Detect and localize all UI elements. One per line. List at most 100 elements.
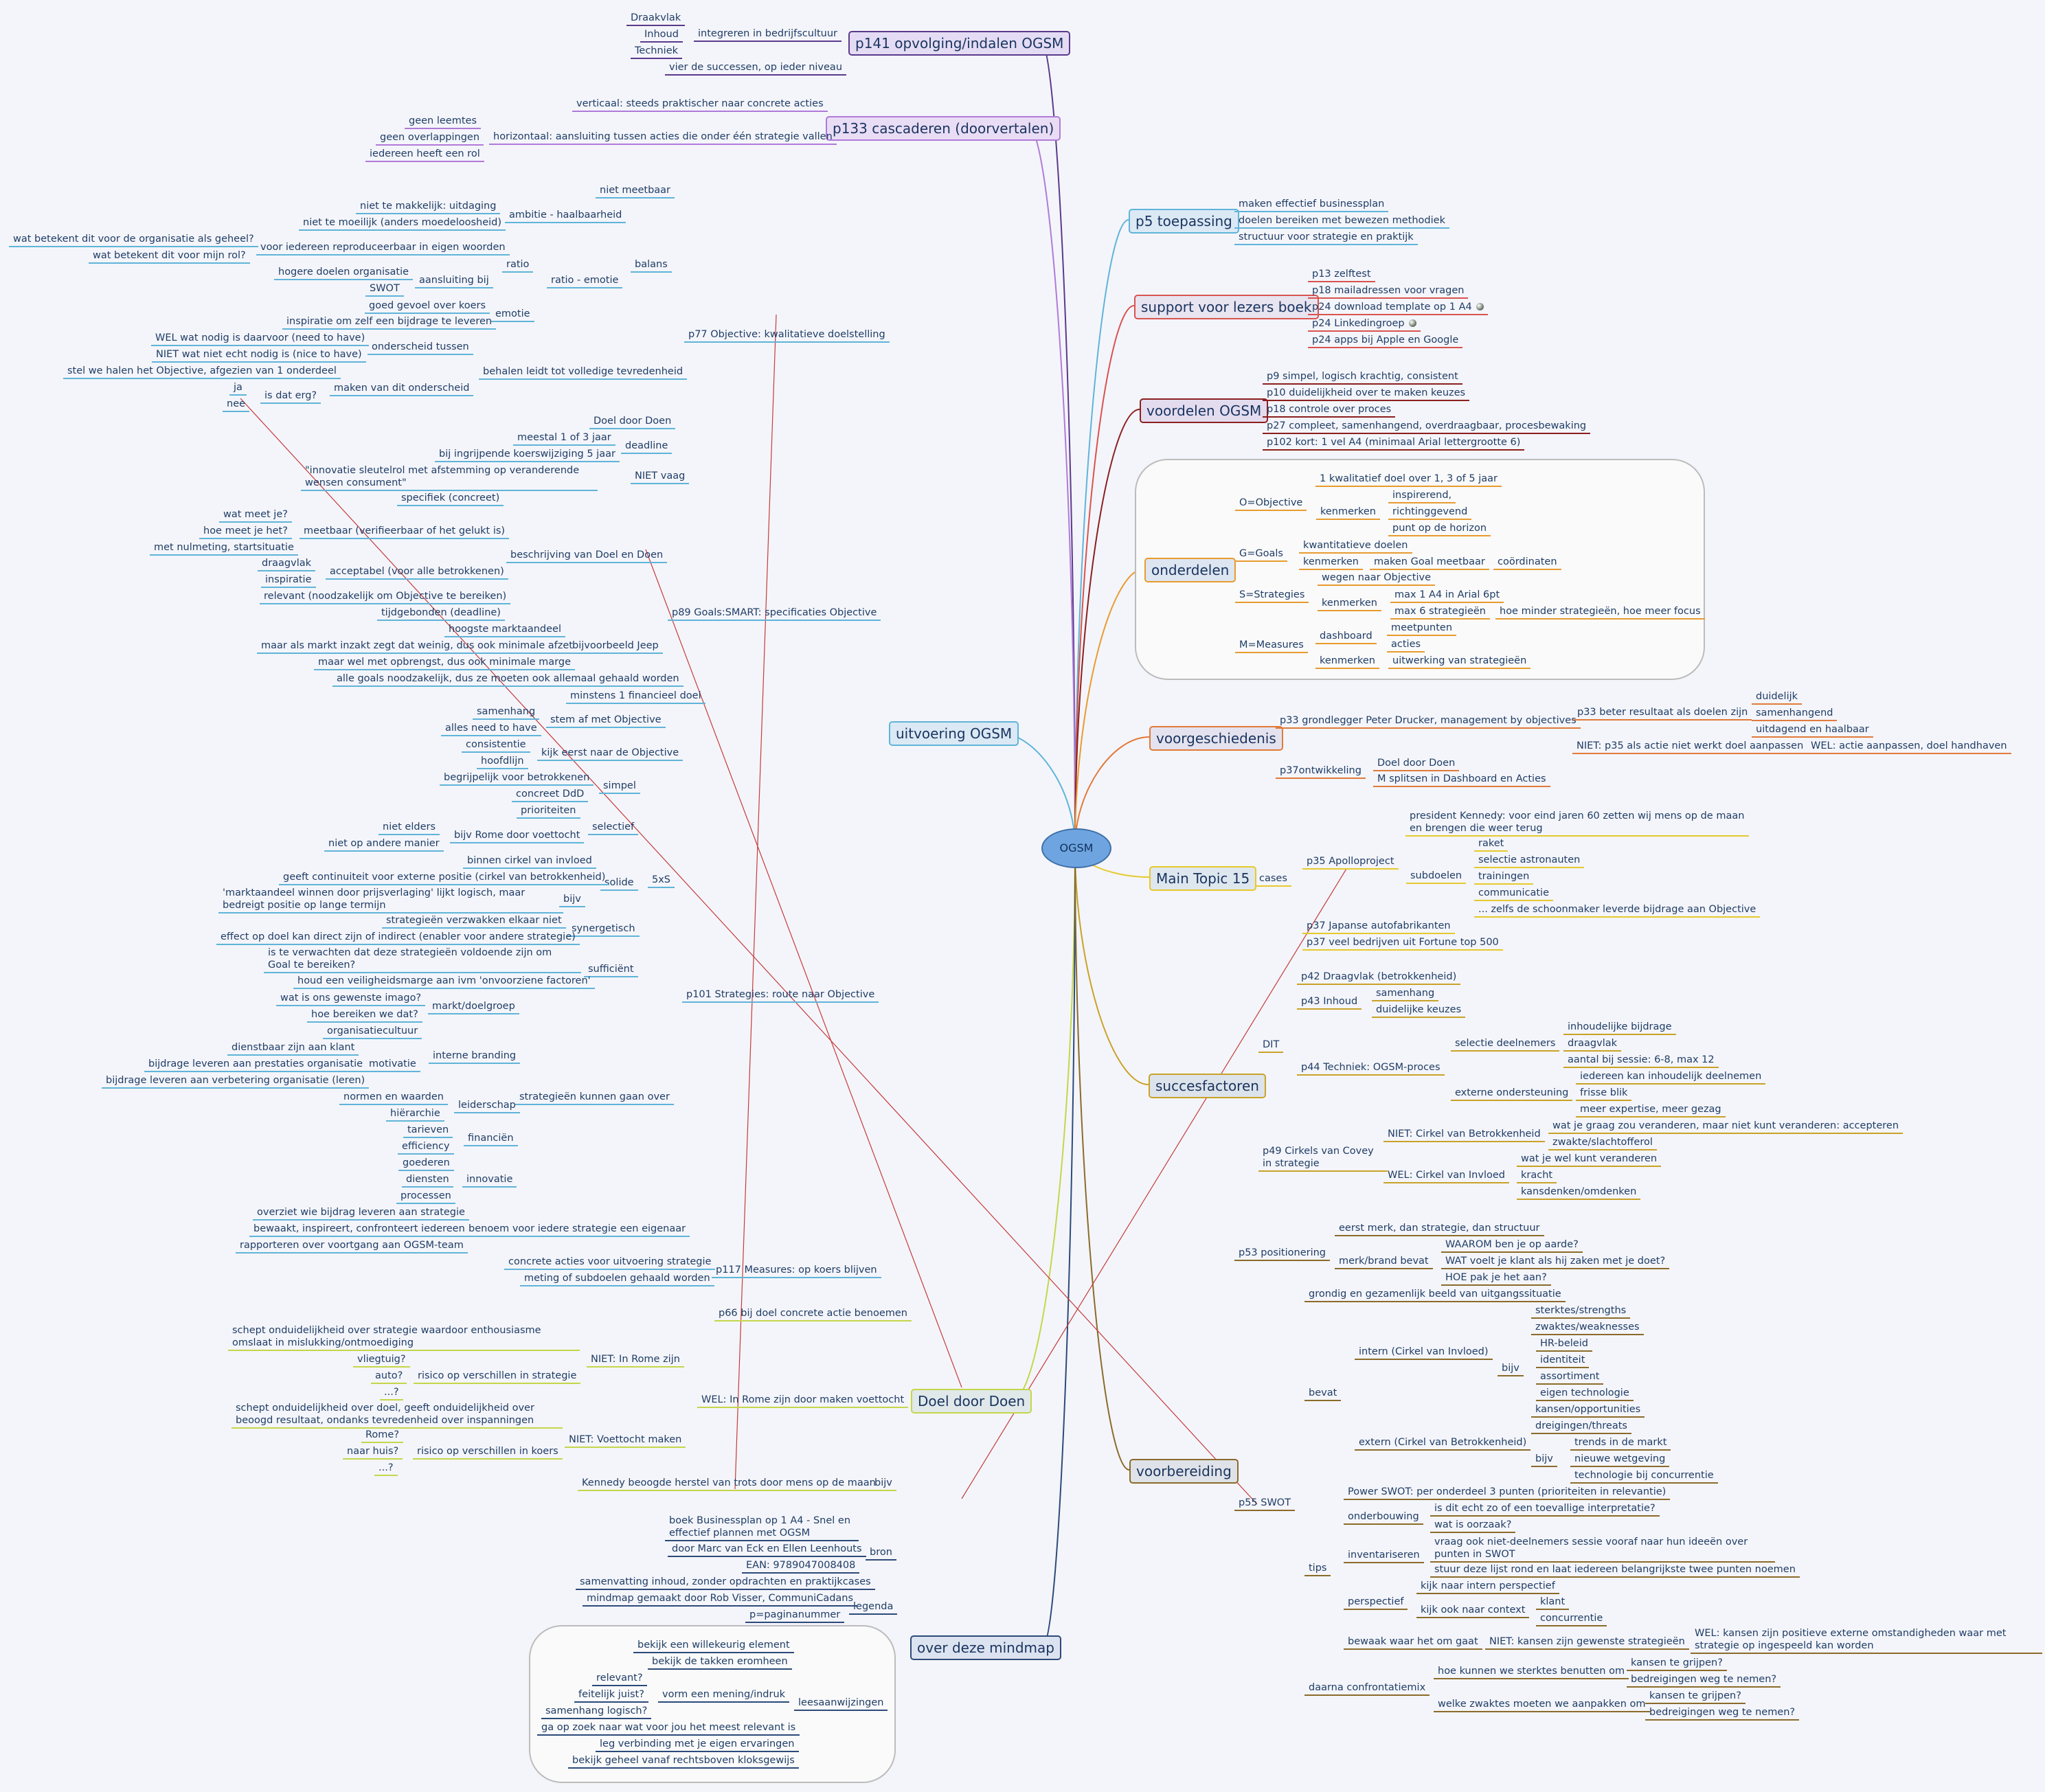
node-bijv-intern[interactable]: bijv <box>1498 1362 1524 1376</box>
node-efficiency[interactable]: efficiency <box>398 1140 454 1155</box>
node-meting-subdoelen[interactable]: meting of subdoelen gehaald worden <box>520 1272 714 1286</box>
node-niet-doel-aanpassen[interactable]: NIET: p35 als actie niet werkt doel aanp… <box>1572 740 1808 754</box>
node-verticaal[interactable]: verticaal: steeds praktischer naar concr… <box>572 98 828 112</box>
node-stem-af[interactable]: stem af met Objective <box>546 714 666 728</box>
node-gewenste-imago[interactable]: wat is ons gewenste imago? <box>276 992 426 1006</box>
node-tarieven[interactable]: tarieven <box>403 1124 453 1138</box>
topic-support-lezers[interactable]: support voor lezers boek <box>1134 295 1319 319</box>
node-assortiment[interactable]: assortiment <box>1536 1370 1604 1385</box>
node-hr-beleid[interactable]: HR-beleid <box>1536 1337 1592 1352</box>
node-kijk-eerst[interactable]: kijk eerst naar de Objective <box>537 747 683 761</box>
node-concrete-acties[interactable]: concrete acties voor uitvoering strategi… <box>504 1256 716 1270</box>
node-p49-cirkels[interactable]: p49 Cirkels van Covey in strategie <box>1258 1145 1388 1172</box>
node-deadline[interactable]: deadline <box>621 440 673 454</box>
node-innovatie-sleutelrol[interactable]: "innovatie sleutelrol met afstemming op … <box>301 464 598 491</box>
node-communicatie[interactable]: communicatie <box>1474 887 1553 901</box>
node-wel-invloed[interactable]: WEL: Cirkel van Invloed <box>1383 1169 1509 1183</box>
node-aansluiting-bij[interactable]: aansluiting bij <box>415 274 493 288</box>
node-doel-door-doen-p77[interactable]: Doel door Doen <box>589 415 676 429</box>
node-effectief-businessplan[interactable]: maken effectief businessplan <box>1234 198 1389 212</box>
node-nulmeting[interactable]: met nulmeting, startsituatie <box>150 541 298 556</box>
node-doel-door-doen-p37[interactable]: Doel door Doen <box>1373 757 1460 771</box>
node-meetbaar[interactable]: meetbaar (verifieerbaar of het gelukt is… <box>300 525 510 539</box>
node-eigenaar[interactable]: benoem voor iedere strategie een eigenaa… <box>464 1223 690 1237</box>
node-innovatie[interactable]: innovatie <box>462 1173 517 1188</box>
node-duidelijk[interactable]: duidelijk <box>1752 690 1803 705</box>
node-nieuwe-wetgeving[interactable]: nieuwe wetgeving <box>1570 1453 1670 1467</box>
node-p117-measures[interactable]: p117 Measures: op koers blijven <box>712 1264 881 1278</box>
node-kansen-grijpen-1[interactable]: kansen te grijpen? <box>1627 1657 1727 1671</box>
node-hoofdlijn[interactable]: hoofdlijn <box>477 755 528 769</box>
node-motivatie[interactable]: motivatie <box>365 1058 420 1072</box>
node-zelftest[interactable]: p13 zelftest <box>1308 268 1375 282</box>
node-onduidelijkheid-doel[interactable]: schept onduidelijkheid over doel, geeft … <box>231 1402 563 1429</box>
node-kwantitatieve-doelen[interactable]: kwantitatieve doelen <box>1299 539 1412 554</box>
node-hogere-doelen[interactable]: hogere doelen organisatie <box>274 266 414 280</box>
node-hoe-meet-je[interactable]: hoe meet je het? <box>199 525 292 539</box>
node-schoonmaker[interactable]: ... zelfs de schoonmaker leverde bijdrag… <box>1474 903 1761 918</box>
node-beschrijving-doel-doen[interactable]: beschrijving van Doel en Doen <box>506 549 668 563</box>
node-ratio-emotie[interactable]: ratio - emotie <box>547 274 623 288</box>
node-overziet[interactable]: overziet wie bijdrag leveren aan strateg… <box>253 1206 469 1221</box>
topic-p133-cascaderen[interactable]: p133 cascaderen (doorvertalen) <box>826 116 1061 141</box>
node-niet-meetbaar[interactable]: niet meetbaar <box>596 184 675 199</box>
node-uitwerking-strategieen[interactable]: uitwerking van strategieën <box>1388 655 1531 669</box>
node-bewaak[interactable]: bewaak waar het om gaat <box>1344 1635 1482 1650</box>
node-m-splitsen[interactable]: M splitsen in Dashboard en Acties <box>1373 773 1550 787</box>
node-kansdenken[interactable]: kansdenken/omdenken <box>1517 1186 1641 1200</box>
topic-voorbereiding[interactable]: voorbereiding <box>1129 1459 1239 1484</box>
topic-onderdelen[interactable]: onderdelen <box>1144 558 1236 582</box>
node-zwaktes[interactable]: zwaktes/weaknesses <box>1531 1321 1644 1335</box>
node-tijdgebonden[interactable]: tijdgebonden (deadline) <box>377 606 505 621</box>
node-niet-kansen-strategieen[interactable]: NIET: kansen zijn gewenste strategieën <box>1485 1635 1689 1650</box>
node-duidelijkheid-keuzes[interactable]: p10 duidelijkheid over te maken keuzes <box>1263 387 1470 401</box>
node-acceptabel[interactable]: acceptabel (voor alle betrokkenen) <box>326 565 508 580</box>
node-sufficient[interactable]: sufficiënt <box>584 963 638 977</box>
node-draagvlak-smart[interactable]: draagvlak <box>258 557 316 571</box>
node-klant[interactable]: klant <box>1536 1596 1570 1610</box>
node-president-kennedy[interactable]: president Kennedy: voor eind jaren 60 ze… <box>1405 810 1749 837</box>
node-linkedingroep[interactable]: p24 Linkedingroep <box>1308 317 1421 332</box>
node-samenvatting[interactable]: samenvatting inhoud, zonder opdrachten e… <box>576 1576 875 1590</box>
node-begrijpelijk[interactable]: begrijpelijk voor betrokkenen <box>440 771 594 786</box>
node-japanse-autofabrikanten[interactable]: p37 Japanse autofabrikanten <box>1302 920 1455 934</box>
node-eigen-ervaringen[interactable]: leg verbinding met je eigen ervaringen <box>596 1738 799 1752</box>
node-kracht[interactable]: kracht <box>1517 1169 1557 1183</box>
node-controle-proces[interactable]: p18 controle over proces <box>1263 403 1396 418</box>
node-waarom[interactable]: WAAROM ben je op aarde? <box>1441 1238 1583 1253</box>
node-alles-need[interactable]: alles need to have <box>441 722 541 736</box>
node-onderbouwing[interactable]: onderbouwing <box>1344 1510 1423 1525</box>
node-bedreigingen-1[interactable]: bedreigingen weg te nemen? <box>1627 1673 1781 1688</box>
node-bewaakt[interactable]: bewaakt, inspireert, confronteert iedere… <box>249 1223 469 1237</box>
node-inspiratie-smart[interactable]: inspiratie <box>261 574 316 588</box>
node-vier-successen[interactable]: vier de successen, op ieder niveau <box>665 61 847 76</box>
node-stel-we-halen[interactable]: stel we halen het Objective, afgezien va… <box>63 365 341 379</box>
node-inventariseren[interactable]: inventariseren <box>1344 1549 1424 1563</box>
node-intern-perspectief[interactable]: kijk naar intern perspectief <box>1416 1580 1559 1594</box>
topic-uitvoering-ogsm[interactable]: uitvoering OGSM <box>889 721 1019 746</box>
node-goal-meetbaar[interactable]: maken Goal meetbaar <box>1370 556 1489 570</box>
node-meestal-jaar[interactable]: meestal 1 of 3 jaar <box>513 431 615 446</box>
node-hoe-bereiken[interactable]: hoe bereiken we dat? <box>307 1008 422 1023</box>
node-behalen-tevredenheid[interactable]: behalen leidt tot volledige tevredenheid <box>479 365 688 380</box>
node-niet-elders[interactable]: niet elders <box>379 821 440 835</box>
node-mindmap-gemaakt[interactable]: mindmap gemaakt door Rob Visser, Communi… <box>583 1592 858 1607</box>
node-rapporteren[interactable]: rapporteren over voortgang aan OGSM-team <box>236 1239 468 1254</box>
node-wat-betekent-organisatie[interactable]: wat betekent dit voor de organisatie als… <box>9 233 258 247</box>
node-meetpunten[interactable]: meetpunten <box>1387 622 1457 636</box>
node-ratio[interactable]: ratio <box>502 258 534 273</box>
node-geen-overlappingen[interactable]: geen overlappingen <box>376 131 484 146</box>
node-perspectief[interactable]: perspectief <box>1344 1596 1408 1610</box>
node-takken-eromheen[interactable]: bekijk de takken eromheen <box>648 1655 792 1670</box>
node-geen-leemtes[interactable]: geen leemtes <box>405 115 482 129</box>
node-veiligheidsmarge[interactable]: houd een veiligheidsmarge aan ivm 'onvoo… <box>293 975 595 989</box>
node-p101-strategies[interactable]: p101 Strategies: route naar Objective <box>682 988 879 1003</box>
link-globe-icon[interactable] <box>1408 319 1416 327</box>
node-structuur-strategie[interactable]: structuur voor strategie en praktijk <box>1234 231 1418 245</box>
node-boek-businessplan[interactable]: boek Businessplan op 1 A4 - Snel en effe… <box>665 1515 859 1541</box>
node-acties[interactable]: acties <box>1387 638 1425 653</box>
topic-voordelen-ogsm[interactable]: voordelen OGSM <box>1140 398 1269 423</box>
node-naar-huis[interactable]: naar huis? <box>343 1445 403 1460</box>
node-kloksgewijs[interactable]: bekijk geheel vanaf rechtsboven kloksgew… <box>568 1754 799 1769</box>
node-koerswijziging[interactable]: bij ingrijpende koerswijziging 5 jaar <box>435 448 620 462</box>
